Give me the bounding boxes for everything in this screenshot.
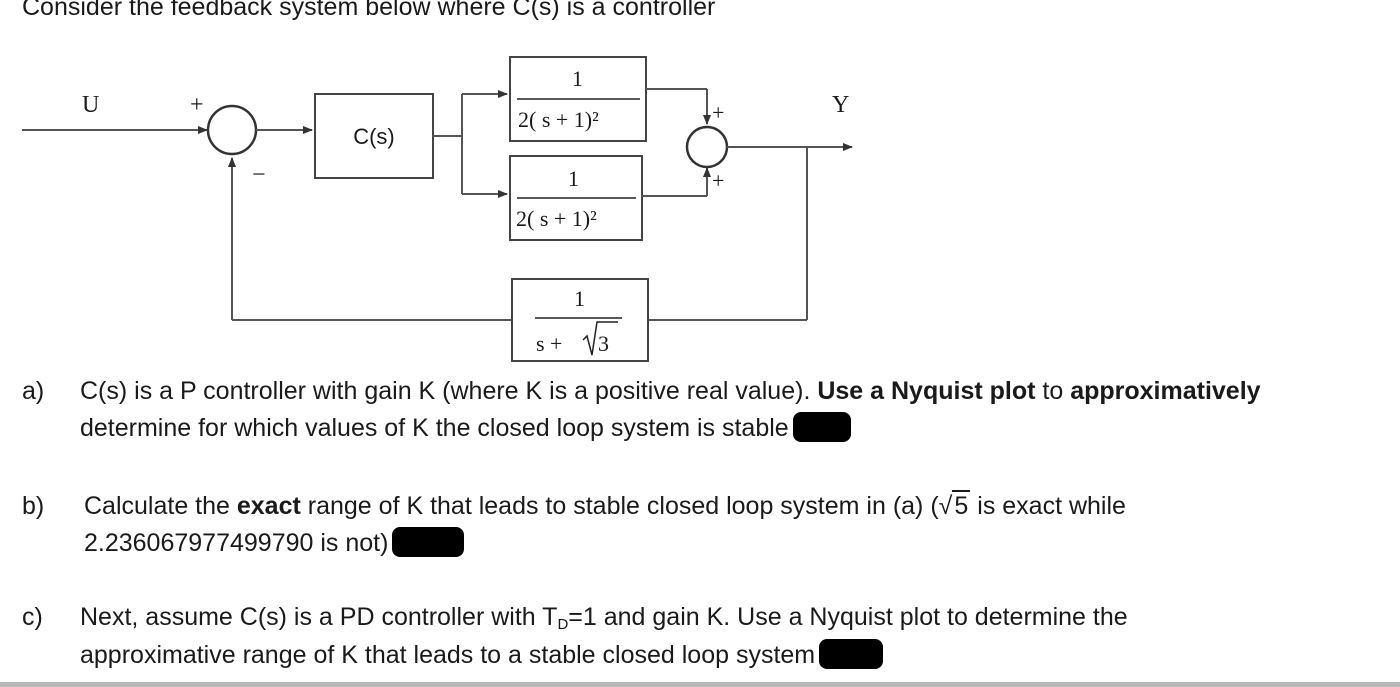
controller-label: C(s) bbox=[353, 124, 395, 149]
intro-text: Consider the feedback system below where… bbox=[22, 0, 716, 21]
h-numerator: 1 bbox=[574, 286, 585, 311]
summing-junction-2 bbox=[685, 125, 729, 169]
block-diagram: U Y + − + + 1 2( s + 1)² 1 2( s + 1)² 1 … bbox=[22, 56, 853, 362]
summing-junction-1 bbox=[206, 104, 258, 156]
question-a-text-3: determine for which values of K the clos… bbox=[80, 414, 789, 442]
question-a-bold-1: Use a Nyquist plot bbox=[817, 377, 1036, 405]
question-a-bold-2: approximatively bbox=[1070, 377, 1261, 405]
question-c-subscript: D bbox=[557, 616, 569, 633]
question-b-bold: exact bbox=[236, 492, 301, 520]
question-a-letter: a) bbox=[22, 377, 45, 405]
sum2-bottom-plus-sign: + bbox=[712, 168, 724, 193]
question-a-text-1: C(s) is a P controller with gain K (wher… bbox=[80, 377, 818, 405]
question-b-letter: b) bbox=[22, 492, 45, 520]
g1-numerator: 1 bbox=[572, 66, 583, 91]
h-denominator-sqrt-arg: 3 bbox=[598, 331, 609, 356]
h-denominator-s: s + bbox=[536, 331, 568, 356]
question-c-text-2: =1 and gain K. Use a Nyquist plot to det… bbox=[568, 603, 1128, 631]
g2-numerator: 1 bbox=[568, 166, 579, 191]
plant-block-1 bbox=[509, 56, 647, 142]
question-b-text-2: range of K that leads to stable closed l… bbox=[300, 492, 939, 520]
question-b-text-1: Calculate the bbox=[84, 492, 237, 520]
redaction-mark bbox=[792, 412, 851, 442]
input-label: U bbox=[82, 92, 99, 118]
question-b-text-3: is exact while bbox=[970, 492, 1126, 520]
question-c-text-3: approximative range of K that leads to a… bbox=[80, 641, 816, 669]
plant-block-2 bbox=[509, 155, 643, 241]
question-c-text-1: Next, assume C(s) is a PD controller wit… bbox=[80, 603, 558, 631]
redaction-mark bbox=[819, 639, 884, 669]
sqrt-symbol bbox=[582, 321, 618, 356]
sum1-minus-sign: − bbox=[252, 162, 266, 188]
redaction-mark bbox=[392, 527, 465, 557]
g2-denominator: 2( s + 1)² bbox=[516, 206, 597, 231]
question-a-text-2: to bbox=[1035, 377, 1071, 405]
sum1-plus-sign: + bbox=[190, 92, 204, 118]
sqrt-five: √5 bbox=[938, 490, 971, 520]
bottom-divider bbox=[0, 682, 1400, 687]
feedback-block bbox=[511, 278, 649, 362]
question-c-letter: c) bbox=[22, 603, 43, 631]
output-label: Y bbox=[832, 92, 849, 118]
question-b-text-4: 2.236067977499790 is not) bbox=[84, 529, 389, 557]
g1-denominator: 2( s + 1)² bbox=[518, 107, 599, 132]
sum2-top-plus-sign: + bbox=[712, 100, 724, 125]
